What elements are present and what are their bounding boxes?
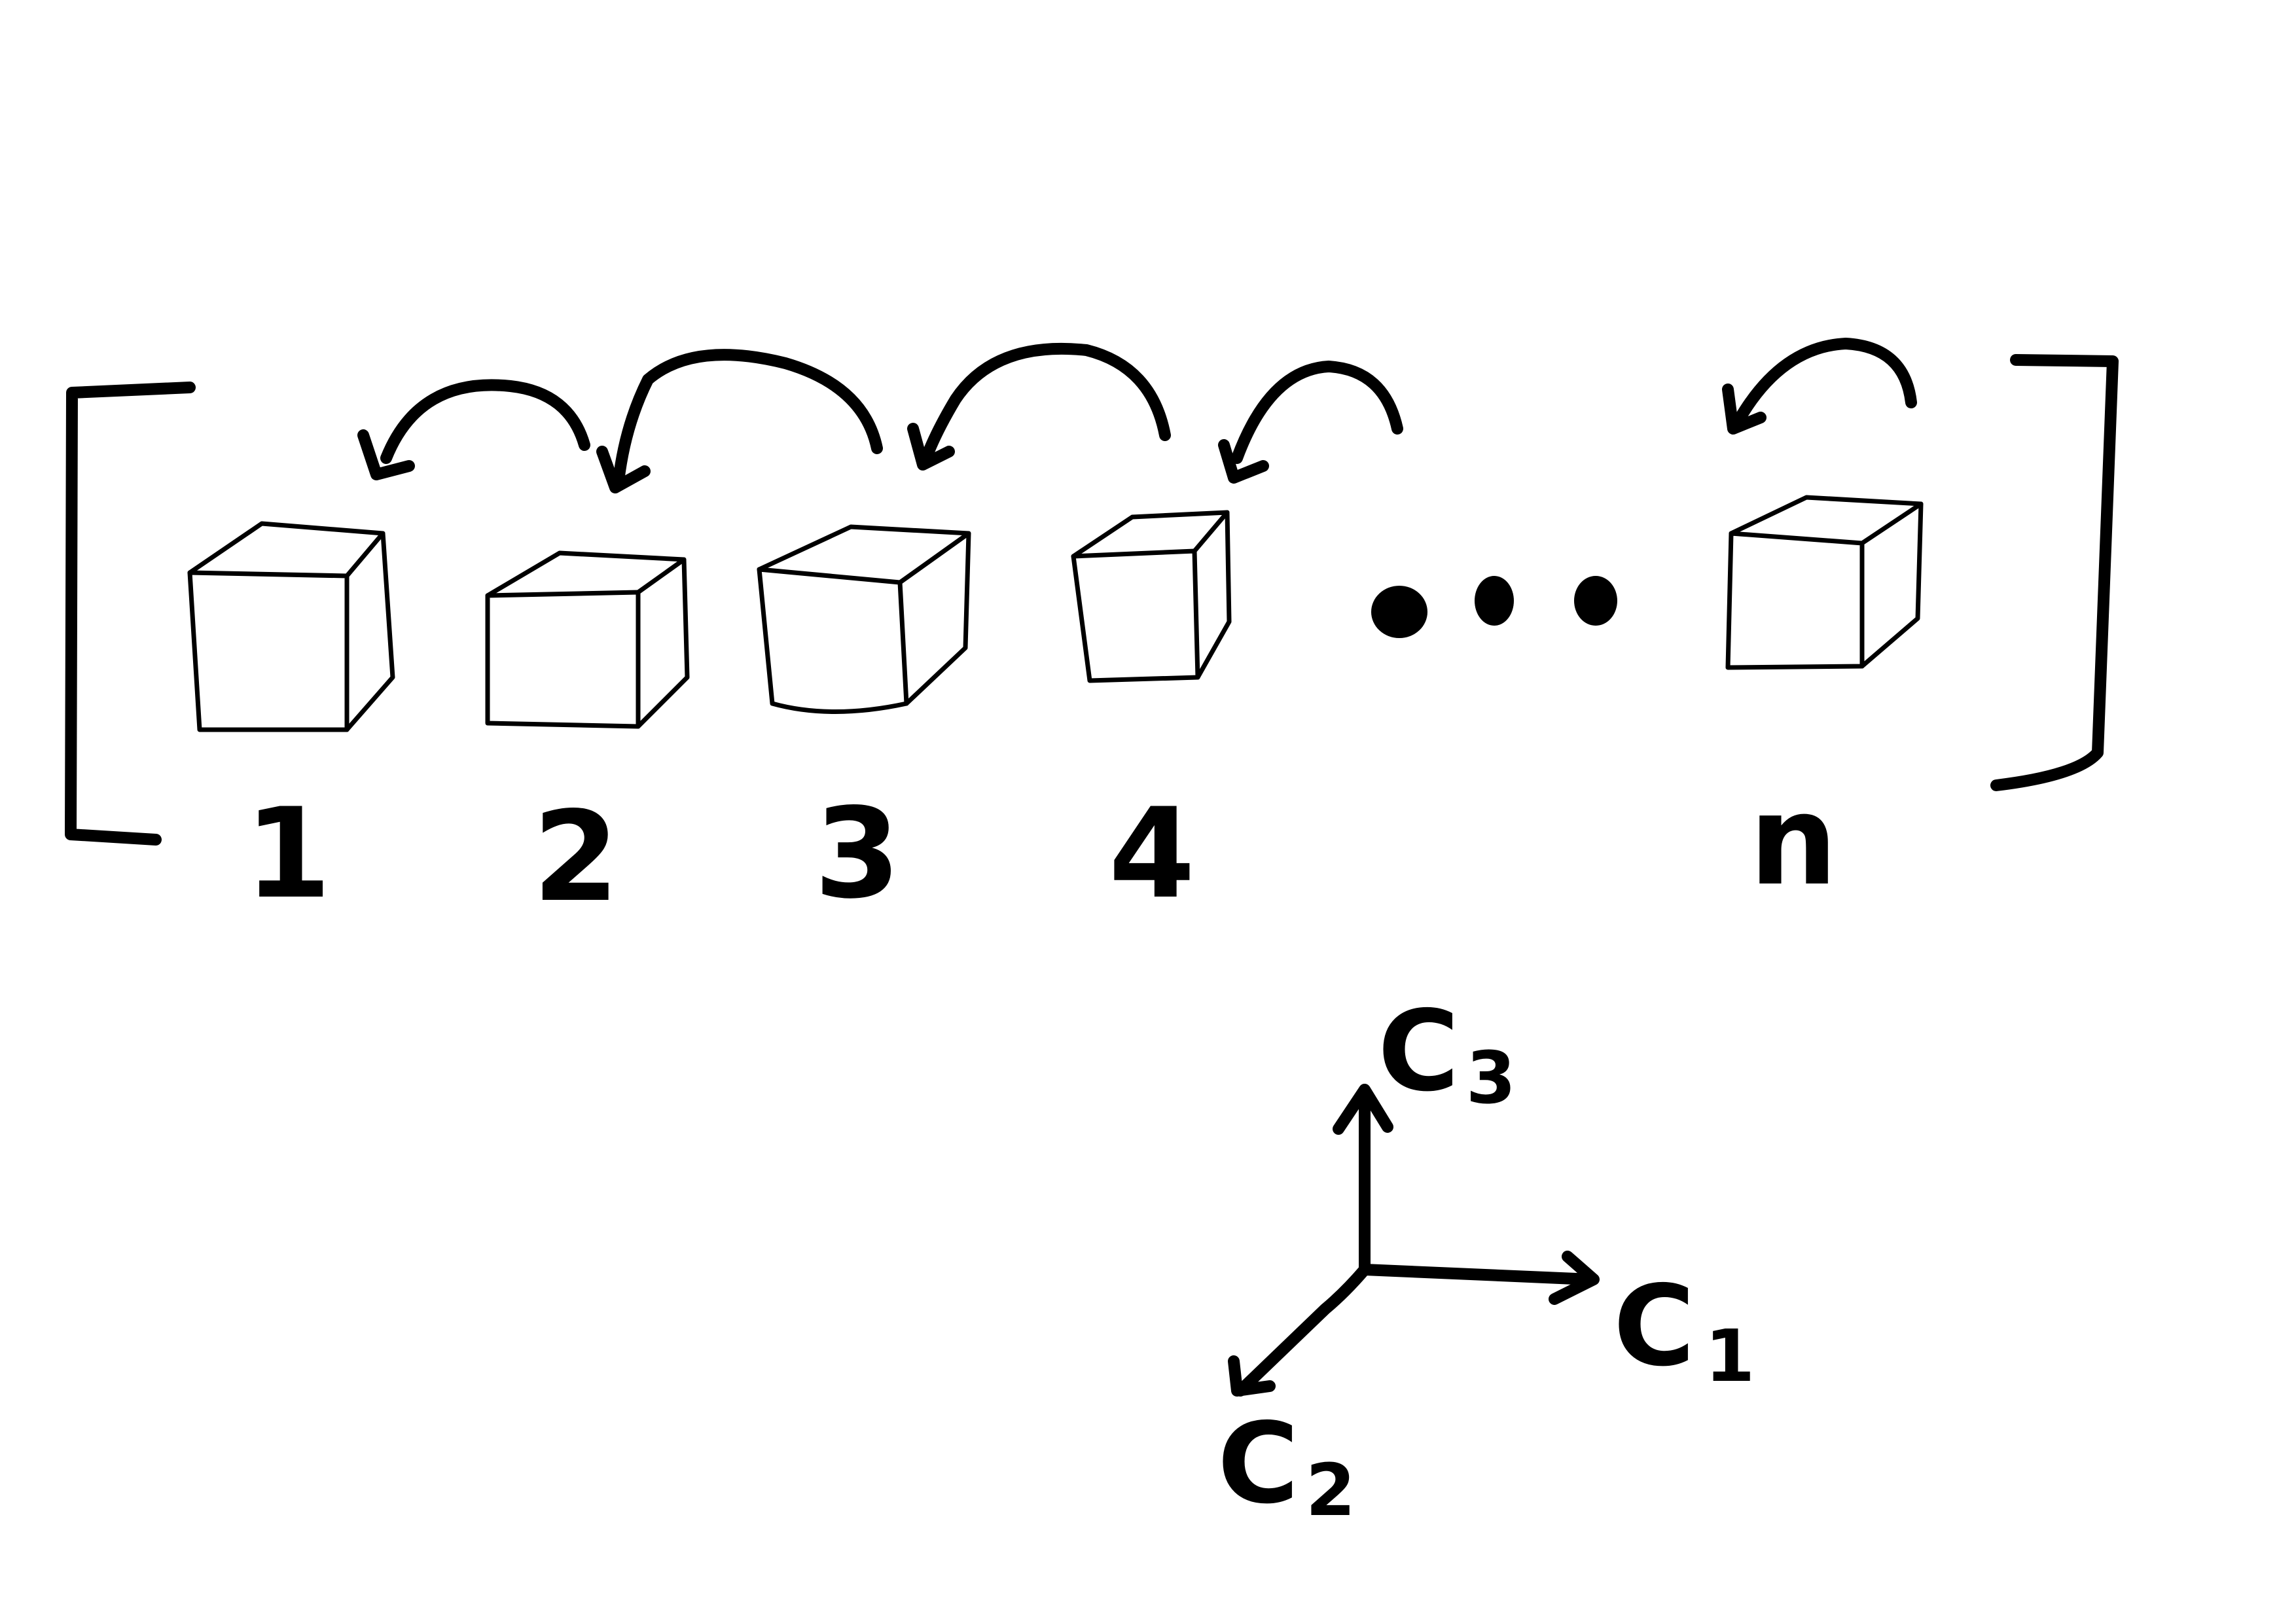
axis-label-c3: C3 xyxy=(1378,987,1516,1120)
arrow-4-to-3 xyxy=(907,342,1171,471)
axis-c1 xyxy=(1359,1251,1600,1305)
cube-label-1: 1 xyxy=(245,781,331,926)
cube-1 xyxy=(187,521,395,732)
cube-label-4: 4 xyxy=(1109,781,1195,926)
right-bracket xyxy=(1990,354,2119,791)
axis-c2 xyxy=(1228,1264,1371,1397)
cube-n xyxy=(1725,495,1924,670)
arrow-n-to-previous xyxy=(1722,338,1917,435)
cube-4 xyxy=(1071,510,1232,683)
cube-3 xyxy=(757,524,971,714)
axis-label-c2: C2 xyxy=(1217,1399,1355,1532)
cube-label-3: 3 xyxy=(814,781,901,926)
cube-label-n: n xyxy=(1749,768,1837,913)
cube-label-2: 2 xyxy=(533,785,619,929)
arrow-5-to-4 xyxy=(1218,361,1403,484)
ellipsis-dots xyxy=(1371,576,1617,638)
cube-2 xyxy=(485,550,690,729)
left-bracket xyxy=(65,382,196,846)
axis-c3 xyxy=(1333,1084,1393,1275)
arrow-3-to-2 xyxy=(596,349,883,493)
arrow-2-to-1 xyxy=(357,379,590,480)
